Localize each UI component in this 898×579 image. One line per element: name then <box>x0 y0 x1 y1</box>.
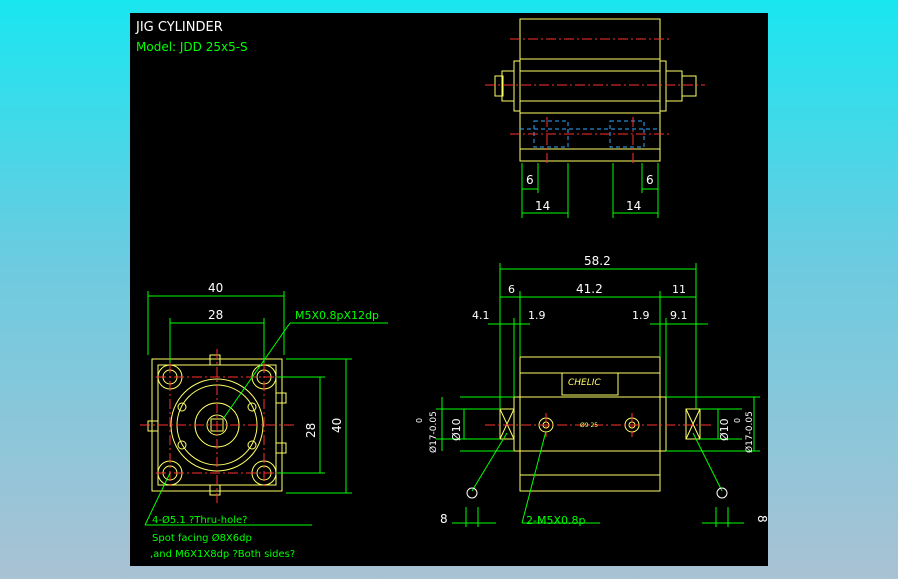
thread-label: M5X0.8pX12dp <box>295 309 379 322</box>
side-dim-9-1: 9.1 <box>670 309 688 322</box>
side-view <box>436 263 760 527</box>
side-tol-left: 0 <box>415 418 424 423</box>
port-label: 2-M5X0.8p <box>526 514 585 527</box>
front-dim-40-top: 40 <box>208 281 223 295</box>
top-dim-right-14: 14 <box>626 199 641 213</box>
side-dim-6: 6 <box>508 283 515 296</box>
side-dia-17-left: Ø17-0.05 <box>428 411 439 453</box>
top-dim-left-14: 14 <box>535 199 550 213</box>
top-dim-left-6: 6 <box>526 173 534 187</box>
drawing-title: JIG CYLINDER <box>135 20 223 35</box>
side-small-label: Ø9 25 <box>580 422 598 429</box>
model-label: Model: JDD 25x5-S <box>136 40 248 54</box>
front-dim-40-side: 40 <box>330 418 344 433</box>
cad-drawing: JIG CYLINDER Model: JDD 25x5-S <box>135 18 768 560</box>
front-dim-28-side: 28 <box>304 423 318 438</box>
top-view <box>485 18 705 218</box>
side-dim-overall: 58.2 <box>584 254 611 268</box>
side-tol-right: 0 <box>733 418 742 423</box>
top-dim-right-6: 6 <box>646 173 654 187</box>
front-view <box>140 291 388 526</box>
side-dim-8-right: 8 <box>755 515 768 523</box>
side-dia-10-left: Ø10 <box>450 418 463 441</box>
side-dim-8-left: 8 <box>440 512 448 526</box>
side-dia-10-right: Ø10 <box>718 418 731 441</box>
side-dim-11: 11 <box>672 283 686 296</box>
note-line-1: 4-Ø5.1 ?Thru-hole? <box>152 514 247 526</box>
cad-drawing-canvas: JIG CYLINDER Model: JDD 25x5-S <box>130 13 768 566</box>
front-dim-28-top: 28 <box>208 308 223 322</box>
note-line-2: Spot facing Ø8X6dp <box>152 532 252 544</box>
brand-logo-text: CHELIC <box>568 378 601 388</box>
side-dim-1-9-left: 1.9 <box>528 309 546 322</box>
side-dim-4-1: 4.1 <box>472 309 490 322</box>
note-line-3: ,and M6X1X8dp ?Both sides? <box>150 549 295 560</box>
side-dim-41-2: 41.2 <box>576 282 603 296</box>
side-dim-1-9-right: 1.9 <box>632 309 650 322</box>
side-dia-17-right: Ø17-0.05 <box>744 411 755 453</box>
